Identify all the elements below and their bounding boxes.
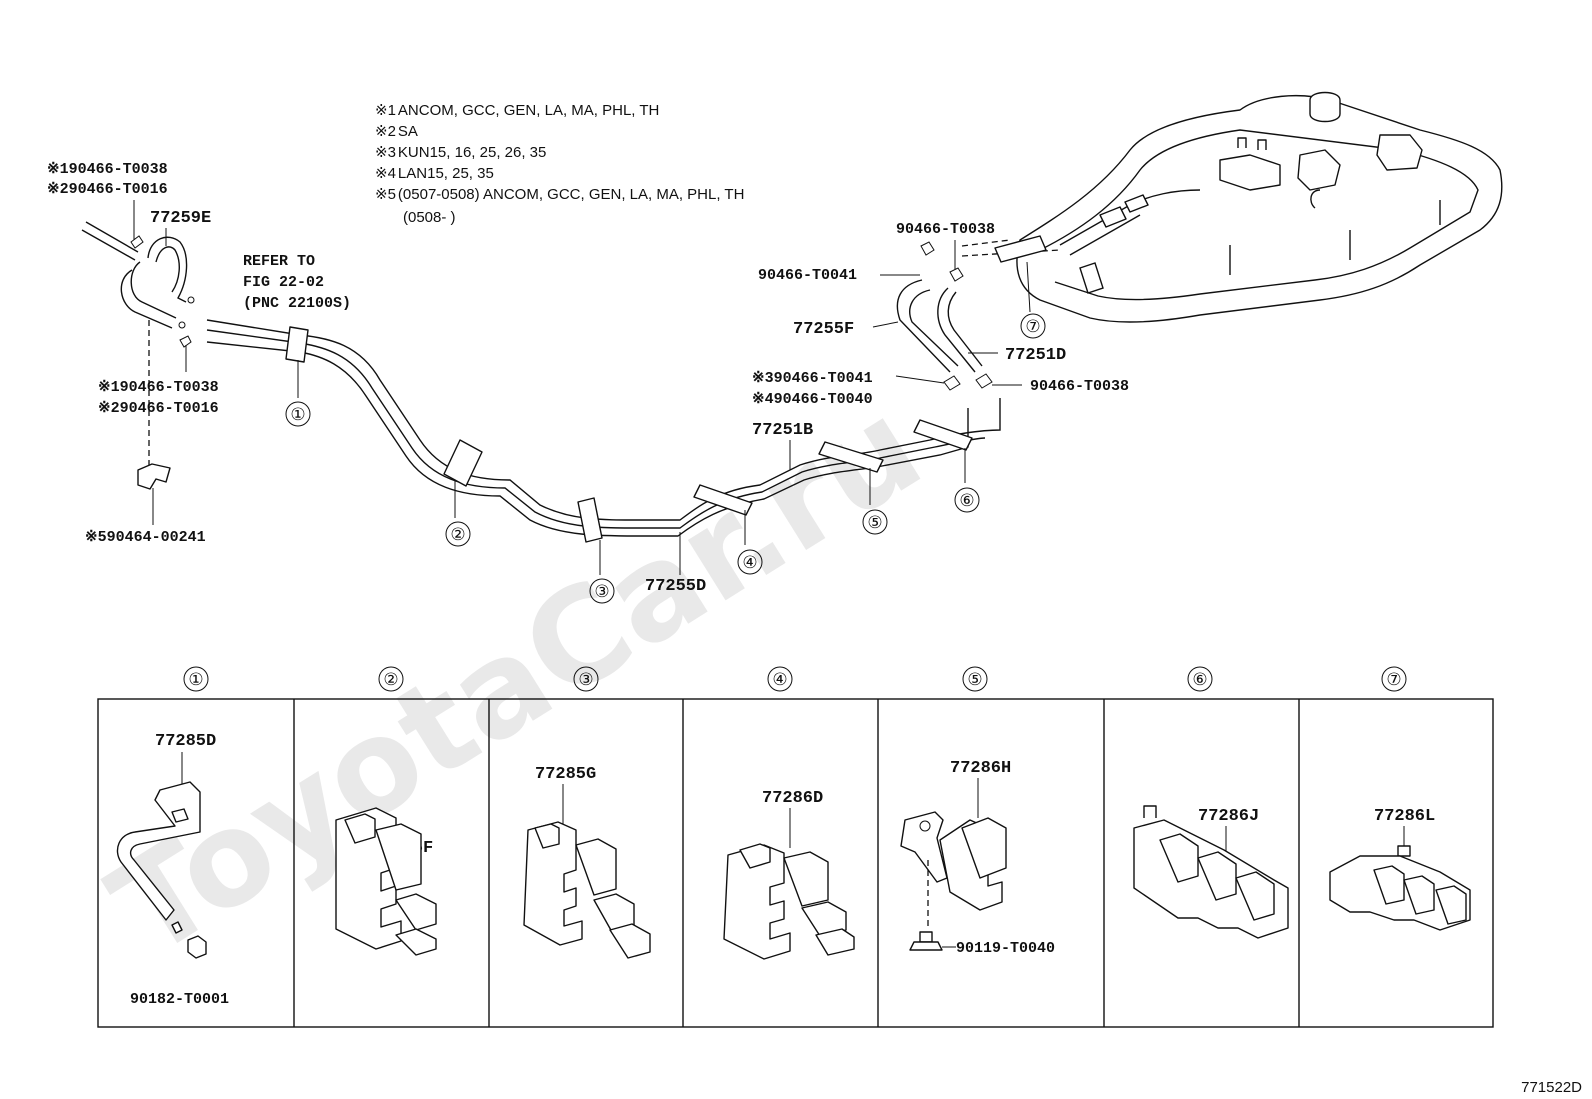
callout-4: ④ bbox=[742, 553, 757, 573]
panel-callout-5: ⑤ bbox=[967, 670, 982, 690]
panel-6: 77286J bbox=[1133, 805, 1289, 939]
label-line-77251b: 77251B bbox=[752, 421, 813, 440]
label-clamp-1c: ※190466-T0038 bbox=[98, 379, 219, 396]
panel-1-extra: 90182-T0001 bbox=[130, 991, 229, 1008]
refer-line-2: FIG 22-02 bbox=[243, 274, 324, 291]
callout-2: ② bbox=[450, 525, 465, 545]
label-clamp-t0041: 90466-T0041 bbox=[758, 267, 857, 284]
callout-6: ⑥ bbox=[959, 491, 974, 511]
note-text-1: ANCOM, GCC, GEN, LA, MA, PHL, TH bbox=[398, 102, 659, 119]
refer-note: REFER TO FIG 22-02 (PNC 22100S) bbox=[243, 253, 351, 312]
label-clamp-t0038-right: 90466-T0038 bbox=[1030, 378, 1129, 395]
panel-6-part: 77286J bbox=[1198, 807, 1259, 826]
note-mark-5: ※5 bbox=[375, 186, 396, 203]
label-hose-77251d: 77251D bbox=[1005, 346, 1066, 365]
figure-id: 771522D bbox=[1521, 1079, 1582, 1096]
panel-3: 77285G bbox=[523, 765, 651, 959]
fuel-lines bbox=[206, 319, 1001, 575]
panel-3-part: 77285G bbox=[535, 765, 596, 784]
panel-callout-6: ⑥ bbox=[1192, 670, 1207, 690]
note-mark-4: ※4 bbox=[375, 165, 396, 182]
clamp-table bbox=[97, 698, 1494, 1028]
panel-5-part: 77286H bbox=[950, 759, 1011, 778]
label-clamp-1d: ※290466-T0016 bbox=[98, 400, 219, 417]
callout-7: ⑦ bbox=[1025, 317, 1040, 337]
panel-callout-1: ① bbox=[188, 670, 203, 690]
panel-callout-2: ② bbox=[383, 670, 398, 690]
label-line-77255d: 77255D bbox=[645, 577, 706, 596]
note-text-6: (0508- ) bbox=[403, 209, 456, 226]
panel-5: 77286H 90119-T0040 bbox=[900, 759, 1055, 957]
note-text-4: LAN15, 25, 35 bbox=[398, 165, 494, 182]
callout-1: ① bbox=[290, 405, 305, 425]
panel-7: 77286L bbox=[1329, 807, 1471, 931]
panel-4: 77286D bbox=[723, 789, 855, 960]
svg-text:※2SA: ※2SA bbox=[375, 123, 418, 140]
left-hose-assembly bbox=[81, 200, 195, 525]
note-mark-1: ※1 bbox=[375, 102, 396, 119]
panel-callout-7: ⑦ bbox=[1386, 670, 1401, 690]
refer-line-3: (PNC 22100S) bbox=[243, 295, 351, 312]
label-clamp-5: ※590464-00241 bbox=[85, 529, 206, 546]
label-hose-77259e: 77259E bbox=[150, 209, 211, 228]
right-hose-assembly bbox=[872, 239, 1061, 391]
note-text-2: SA bbox=[398, 123, 418, 140]
panel-callouts: ① ② ③ ④ ⑤ ⑥ ⑦ bbox=[183, 666, 1407, 692]
fuel-tank bbox=[994, 91, 1503, 323]
panel-callout-4: ④ bbox=[772, 670, 787, 690]
label-clamp-3: ※390466-T0041 bbox=[752, 370, 873, 387]
label-hose-77255f: 77255F bbox=[793, 320, 854, 339]
callout-5: ⑤ bbox=[867, 513, 882, 533]
panel-2: 77285F bbox=[335, 807, 437, 956]
line-callouts: ① ② ③ ④ ⑤ ⑥ ⑦ bbox=[285, 313, 1046, 604]
panel-5-extra: 90119-T0040 bbox=[956, 940, 1055, 957]
panel-7-part: 77286L bbox=[1374, 807, 1435, 826]
panel-1: 77285D 90182-T0001 bbox=[116, 732, 229, 1008]
label-clamp-1a: ※190466-T0038 bbox=[47, 161, 168, 178]
callout-3: ③ bbox=[594, 582, 609, 602]
label-clamp-1b: ※290466-T0016 bbox=[47, 181, 168, 198]
label-clamp-4: ※490466-T0040 bbox=[752, 391, 873, 408]
panel-callout-3: ③ bbox=[578, 670, 593, 690]
refer-line-1: REFER TO bbox=[243, 253, 315, 270]
note-mark-3: ※3 bbox=[375, 144, 396, 161]
note-mark-2: ※2 bbox=[375, 123, 396, 140]
note-text-5: (0507-0508) ANCOM, GCC, GEN, LA, MA, PHL… bbox=[398, 186, 745, 203]
note-text-3: KUN15, 16, 25, 26, 35 bbox=[398, 144, 546, 161]
svg-text:※5(0507-0508) ANCOM, GCC, GEN,: ※5(0507-0508) ANCOM, GCC, GEN, LA, MA, P… bbox=[375, 186, 744, 203]
panel-4-part: 77286D bbox=[762, 789, 823, 808]
label-clamp-t0038-top: 90466-T0038 bbox=[896, 221, 995, 238]
panel-1-part: 77285D bbox=[155, 732, 216, 751]
